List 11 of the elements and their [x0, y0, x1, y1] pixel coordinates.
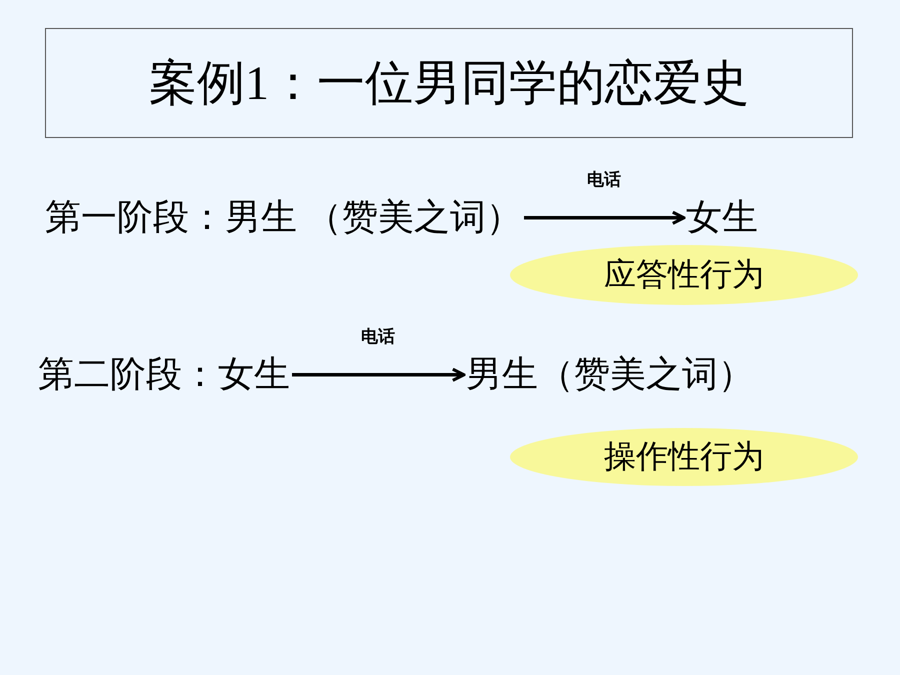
edge-label: 电话	[361, 326, 395, 348]
callout-text: 应答性行为	[604, 257, 764, 293]
title: 案例1：一位男同学的恋爱史	[149, 56, 749, 112]
edge-label: 电话	[587, 168, 621, 191]
node-text: 第一阶段：男生 （赞美之词）	[45, 197, 522, 237]
arrow	[292, 368, 466, 382]
arrow	[524, 210, 686, 225]
node-text: 第二阶段：女生	[38, 354, 290, 394]
node-text: 女生	[686, 197, 758, 237]
node-text: 男生（赞美之词）	[466, 354, 754, 394]
callout-text: 操作性行为	[604, 439, 764, 475]
